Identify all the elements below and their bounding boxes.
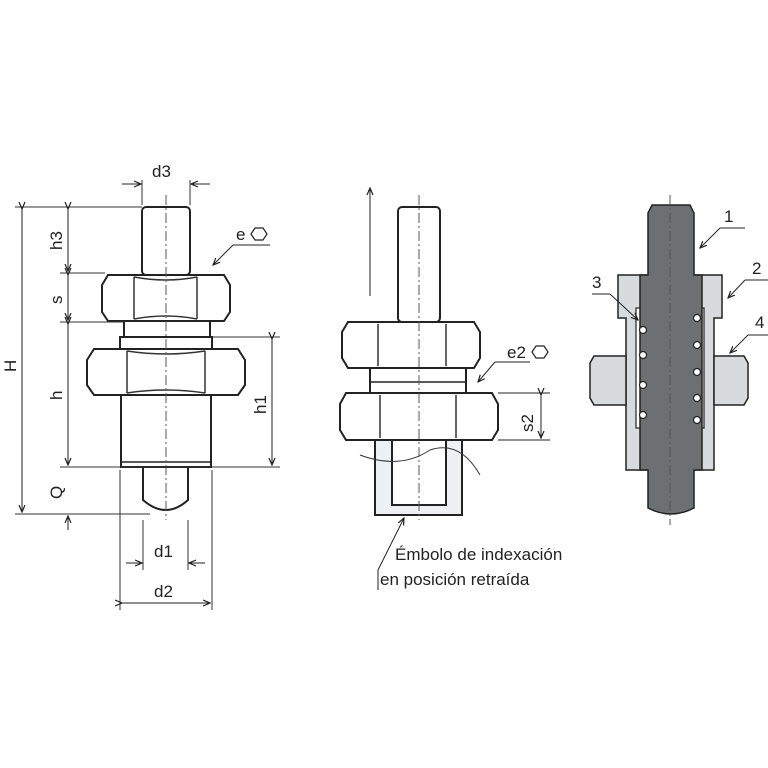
caption-line-2: en posición retraída (380, 570, 530, 589)
left-view: d3 e h3 s H h h1 Q d1 d2 (1, 162, 280, 610)
dim-d3: d3 (152, 162, 171, 181)
dim-H: H (1, 360, 20, 372)
plunger-section (639, 204, 703, 515)
dim-e: e (236, 225, 245, 244)
neck (123, 320, 211, 339)
middle-view: e2 s2 Émbolo de indexación en posición r… (339, 188, 562, 590)
part-label-4: 4 (755, 313, 764, 332)
dim-e2: e2 (507, 343, 526, 362)
dim-d2: d2 (154, 582, 173, 601)
dim-d1: d1 (154, 542, 173, 561)
part-label-1: 1 (724, 207, 733, 226)
upper-hex-nut (341, 321, 481, 369)
dim-s2: s2 (518, 414, 537, 432)
spring-coils (638, 313, 702, 425)
hexagon-icon (250, 227, 268, 241)
part-label-3: 3 (592, 273, 601, 292)
part-label-2: 2 (752, 259, 761, 278)
section-view: 1 2 3 4 (589, 195, 768, 525)
dim-s: s (47, 296, 66, 305)
hexagon-icon (531, 345, 549, 359)
dim-Q: Q (47, 486, 66, 499)
caption-line-1: Émbolo de indexación (395, 545, 562, 564)
lock-nut-section (589, 355, 749, 406)
collar (369, 367, 467, 394)
dim-h1: h1 (251, 395, 270, 414)
dim-h3: h3 (47, 231, 66, 250)
dim-h: h (47, 391, 66, 400)
